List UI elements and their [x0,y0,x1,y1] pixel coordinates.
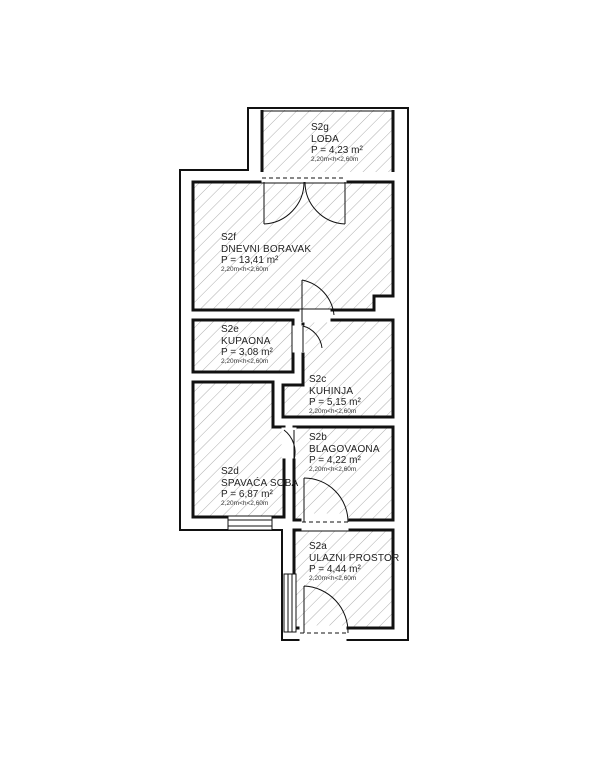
door-bathroom [292,325,323,353]
svg-text:2,20m<h<2,60m: 2,20m<h<2,60m [309,575,356,582]
door-bedroom [281,427,297,461]
entrance-window [283,573,297,633]
svg-text:S2f: S2f [221,232,236,243]
svg-text:LOĐA: LOĐA [311,134,339,145]
svg-text:BLAGOVAONA: BLAGOVAONA [309,444,380,455]
svg-text:KUPAONA: KUPAONA [221,336,271,347]
svg-text:2,20m<h<2,60m: 2,20m<h<2,60m [309,466,356,473]
room-s2f-dnevni-boravak [191,180,395,312]
room-s2d-spavaca-soba [191,380,286,519]
door-living-room [299,279,335,323]
room-s2g-loda [260,110,395,172]
label-s2c: S2c KUHINJA P = 5,15 m² 2,20m<h<2,60m [309,374,361,415]
bedroom-window [227,515,273,531]
svg-text:S2e: S2e [221,324,239,335]
svg-text:S2c: S2c [309,374,326,385]
svg-text:P = 13,41 m²: P = 13,41 m² [221,255,279,266]
svg-text:ULAZNI PROSTOR: ULAZNI PROSTOR [309,553,399,564]
balcony-double-door [261,173,347,225]
entrance-door [299,585,349,643]
svg-text:2,20m<h<2,60m: 2,20m<h<2,60m [309,408,356,415]
svg-text:P = 3,08 m²: P = 3,08 m² [221,347,273,358]
svg-text:P = 4,22 m²: P = 4,22 m² [309,455,361,466]
svg-text:KUHINJA: KUHINJA [309,386,353,397]
room-s2c-kuhinja [281,318,395,419]
svg-text:P = 4,44 m²: P = 4,44 m² [309,564,361,575]
svg-text:S2b: S2b [309,432,327,443]
svg-text:P = 4,23 m²: P = 4,23 m² [311,145,363,156]
label-s2d: S2d SPAVAĆA SOBA P = 6,87 m² 2,20m<h<2,6… [221,466,299,507]
label-s2a: S2a ULAZNI PROSTOR P = 4,44 m² 2,20m<h<2… [309,541,399,582]
svg-text:P = 5,15 m²: P = 5,15 m² [309,397,361,408]
svg-text:2,20m<h<2,60m: 2,20m<h<2,60m [221,500,268,507]
svg-text:2,20m<h<2,60m: 2,20m<h<2,60m [221,358,268,365]
label-s2e: S2e KUPAONA P = 3,08 m² 2,20m<h<2,60m [221,324,273,365]
svg-text:S2g: S2g [311,122,329,133]
svg-text:2,20m<h<2,60m: 2,20m<h<2,60m [311,156,358,163]
door-dining [301,477,349,531]
svg-text:S2a: S2a [309,541,327,552]
svg-text:2,20m<h<2,60m: 2,20m<h<2,60m [221,266,268,273]
label-s2f: S2f DNEVNI BORAVAK P = 13,41 m² 2,20m<h<… [221,232,311,273]
svg-text:S2d: S2d [221,466,239,477]
label-s2b: S2b BLAGOVAONA P = 4,22 m² 2,20m<h<2,60m [309,432,380,473]
svg-text:SPAVAĆA SOBA: SPAVAĆA SOBA [221,476,299,489]
label-s2g: S2g LOĐA P = 4,23 m² 2,20m<h<2,60m [311,122,363,163]
svg-text:P = 6,87 m²: P = 6,87 m² [221,489,273,500]
svg-text:DNEVNI BORAVAK: DNEVNI BORAVAK [221,244,311,255]
